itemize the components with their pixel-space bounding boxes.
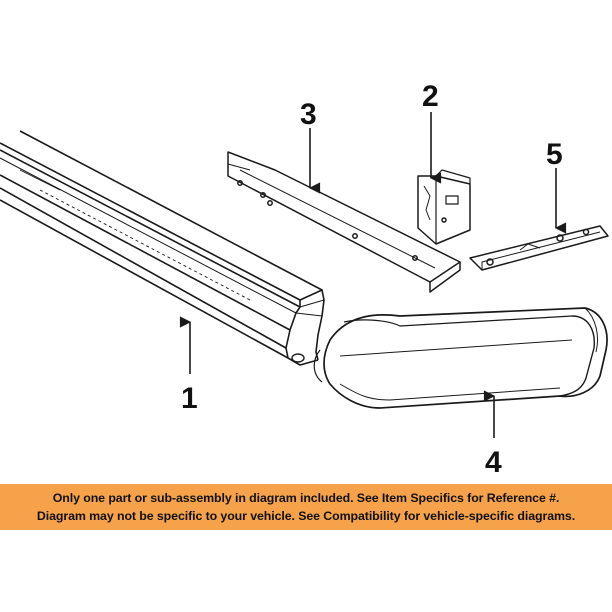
part-3-strip xyxy=(227,151,461,293)
part-2-bracket xyxy=(417,169,471,245)
callout-2: 2 xyxy=(422,80,439,113)
disclaimer-line-2: Diagram may not be specific to your vehi… xyxy=(36,509,576,523)
callout-5: 5 xyxy=(546,138,563,171)
part-1-rail xyxy=(0,130,325,366)
callout-leaders xyxy=(179,112,567,438)
callout-3: 3 xyxy=(300,98,317,131)
disclaimer-banner: Only one part or sub-assembly in diagram… xyxy=(0,484,612,530)
callout-4: 4 xyxy=(485,446,502,479)
disclaimer-line-1: Only one part or sub-assembly in diagram… xyxy=(52,491,560,505)
part-5-bracket xyxy=(469,225,609,271)
callout-1: 1 xyxy=(181,382,198,415)
part-4-bumper-end xyxy=(313,307,608,409)
